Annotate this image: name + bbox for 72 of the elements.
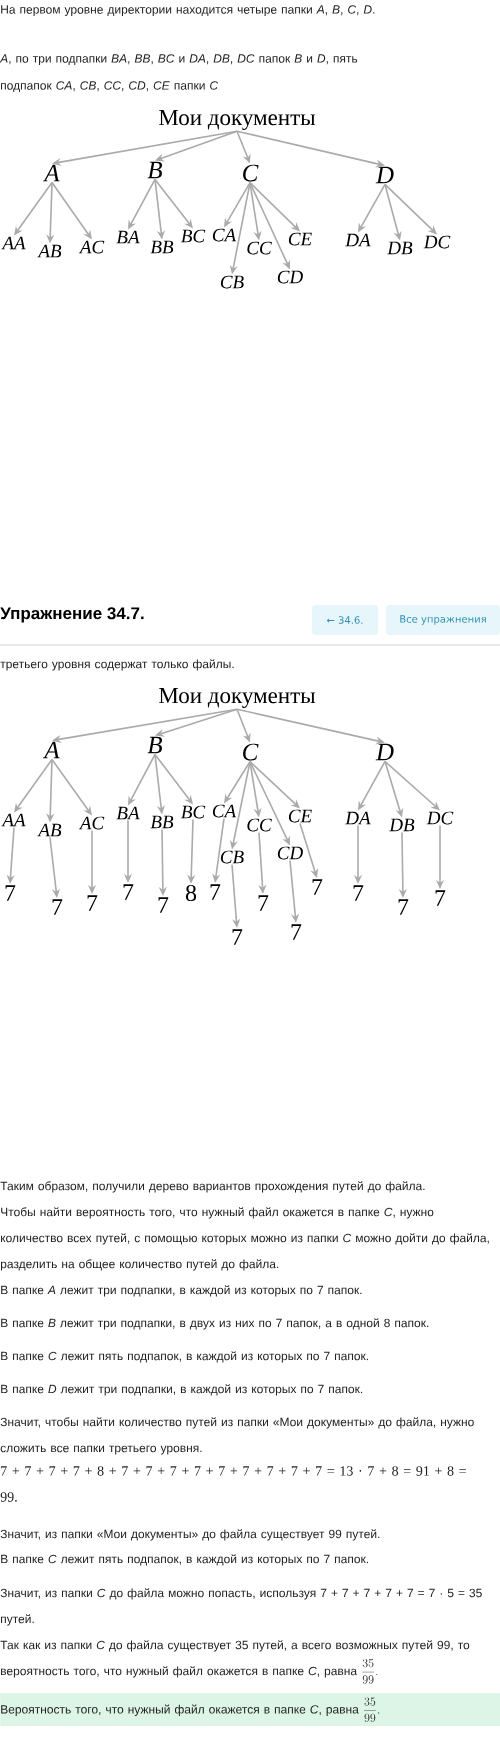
answer-box: Вероятность того, что нужный файл окажется в папке C, равна $\frac{35}{99}.$ [0, 1693, 500, 1727]
file-count: 7 [291, 924, 302, 940]
folder-name: B [147, 161, 163, 179]
paragraph: Так как из папки C до файла существует 35 путей, а всего возможных путей 99, то вероятность того, что нужный файл окажется в папке C, равна $\frac{35}{99}.$ [0, 1640, 470, 1684]
folder-name: A [43, 741, 60, 759]
folder-name: CC [247, 818, 272, 832]
folder-name: AB [37, 823, 62, 837]
folder-name: AC [78, 816, 105, 830]
folder-name: BC [181, 229, 206, 243]
folder-name: AC [78, 240, 105, 254]
folder-name: CB [220, 275, 244, 289]
equation: 7 + 7 + 7 + 7 + 8 + 7 + 7 + 7 + 7 + 7 + 7 + 7 + 7 + 7 = 13 · 7 + 8 = 91 + 8 = 99. [0, 1466, 466, 1502]
file-count: 8 [185, 884, 197, 902]
file-count: 7 [52, 899, 63, 915]
file-count: 7 [398, 899, 409, 915]
folder-name: Мои документы [159, 110, 316, 131]
paragraph: Значит, из папки «Мои документы» до файла существует 99 путей. [0, 1529, 380, 1541]
paragraph: Значит, чтобы найти количество путей из папки «Мои документы» до файла, нужно сложить все папки третьего уровня. [0, 1417, 474, 1455]
folder-name: AB [37, 244, 62, 258]
folder-name: B [147, 736, 163, 754]
file-count: 7 [312, 879, 323, 895]
folder-name: CD [277, 846, 303, 860]
folder-name: CA [212, 804, 237, 818]
paragraph: В папке A лежит три подпапки, в каждой из которых по 7 папок. [1, 1285, 362, 1297]
folder-name: CC [247, 241, 272, 255]
folder-name: A [43, 164, 60, 182]
text-line: На первом уровне директории находится четыре папки A, B, C, D. [1, 5, 375, 17]
paragraph: Чтобы найти вероятность того, что нужный файл окажется в папке C, нужно количество всех путей, с помощью которых можно из папки C можно дойти до файла, разделить на общее количество путей до файла. [0, 1207, 489, 1271]
folder-name: BA [116, 806, 140, 820]
folder-name: CA [212, 228, 237, 242]
file-count: 7 [5, 885, 16, 901]
paragraph: В папке C лежит пять подпапок, в каждой из которых по 7 папок. [1, 1351, 368, 1363]
file-count: 7 [158, 897, 169, 913]
folder-name: CE [288, 809, 312, 823]
text-line: A, по три подпапки BA, BB, BC и DA, DB, DC папок B и D, пять [0, 54, 358, 66]
file-count: 7 [435, 890, 446, 906]
folder-name: DC [426, 811, 454, 825]
paragraph: Таким образом, получили дерево вариантов прохождения путей до файла. [0, 1181, 425, 1193]
file-count: 7 [210, 884, 221, 900]
exercise-heading: Упражнение 34.7. [0, 607, 144, 623]
paragraph: В папке B лежит три подпапки, в двух из них по 7 папок, а в одной 8 папок. [1, 1318, 429, 1330]
paragraph: Значит, из папки C до файла можно попасть, используя 7 + 7 + 7 + 7 + 7 = 7 · 5 = 35 путей. [0, 1588, 482, 1626]
folder-name: Мои документы [159, 688, 316, 709]
text-line: третьего уровня содержат только файлы. [0, 659, 234, 671]
folder-name: D [375, 166, 394, 184]
paragraph: В папке D лежит три подпапки, в каждой из которых по 7 папок. [1, 1384, 363, 1396]
folder-name: DC [423, 235, 451, 249]
file-count: 7 [232, 929, 243, 945]
text-line: подпапок CA, CB, CC, CD, CE папки C [1, 81, 219, 92]
folder-name: AA [1, 236, 26, 250]
file-count: 7 [123, 884, 134, 900]
folder-name: CE [288, 232, 312, 246]
folder-name: DB [387, 241, 413, 255]
folder-name: BC [181, 805, 206, 819]
folder-name: CD [277, 270, 303, 284]
file-count: 7 [87, 895, 98, 911]
folder-name: CB [220, 850, 244, 864]
folder-name: DB [389, 818, 415, 832]
folder-name: BB [150, 240, 174, 254]
folder-name: D [375, 743, 394, 761]
folder-name: DA [345, 811, 371, 825]
file-count: 7 [258, 895, 269, 911]
folder-name: BB [150, 815, 174, 829]
nav-button: ← 34.6. [312, 605, 378, 635]
folder-name: DA [345, 233, 371, 247]
folder-name: C [243, 743, 259, 761]
folder-name: C [243, 164, 259, 182]
file-count: 7 [353, 885, 364, 901]
folder-name: BA [116, 230, 140, 244]
folder-name: AA [1, 813, 26, 827]
paragraph: В папке C лежит пять подпапок, в каждой из которых по 7 папок. [1, 1554, 368, 1566]
nav-button: Все упражнения [386, 605, 500, 635]
